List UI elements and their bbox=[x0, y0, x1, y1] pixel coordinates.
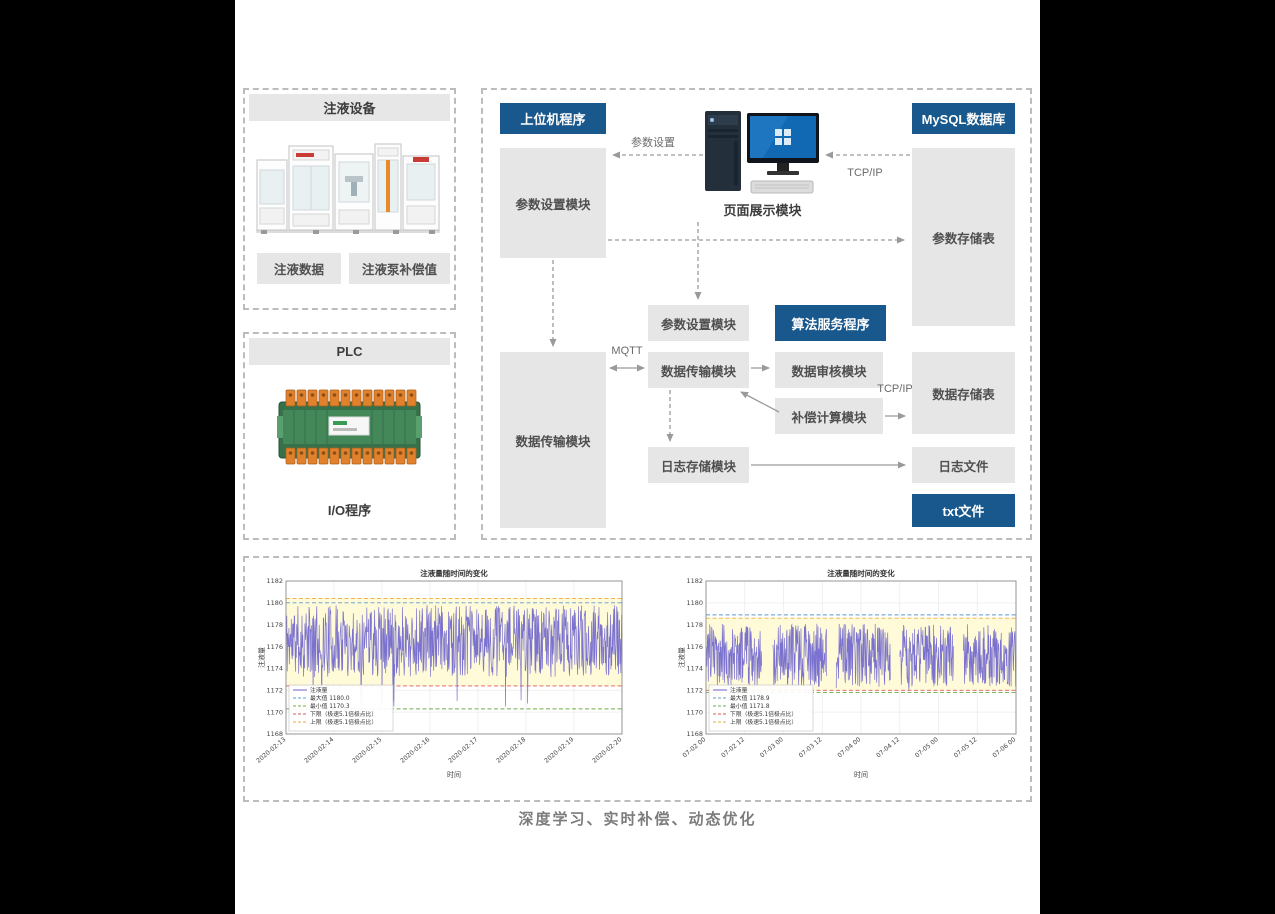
svg-text:时间: 时间 bbox=[854, 770, 868, 779]
svg-text:注液量: 注液量 bbox=[257, 647, 266, 668]
svg-text:1174: 1174 bbox=[686, 665, 703, 673]
label-pump-compensation: 注液泵补偿值 bbox=[349, 253, 450, 284]
box-param-set-mid: 参数设置模块 bbox=[648, 305, 749, 341]
chart-right: 1168 1170 1172 1174 1176 1178 1180 1182 07-02 00… bbox=[676, 566, 1024, 780]
svg-text:07-06 00: 07-06 00 bbox=[991, 736, 1017, 759]
software-panel bbox=[481, 88, 1032, 540]
box-log-file: 日志文件 bbox=[912, 447, 1015, 483]
svg-text:最大值 1180.0: 最大值 1180.0 bbox=[310, 694, 350, 702]
page-canvas: 注液设备 bbox=[235, 0, 1040, 914]
box-log-store: 日志存储模块 bbox=[648, 447, 749, 483]
svg-text:上限（极速5.1倍极点比）: 上限（极速5.1倍极点比） bbox=[730, 718, 797, 726]
svg-text:1168: 1168 bbox=[266, 730, 283, 738]
edge-label-tcpip-top: TCP/IP bbox=[847, 167, 883, 179]
svg-text:1182: 1182 bbox=[686, 577, 703, 585]
svg-text:1180: 1180 bbox=[266, 599, 283, 607]
svg-text:注液量: 注液量 bbox=[310, 686, 328, 694]
box-page-display: 页面展示模块 bbox=[723, 203, 802, 218]
svg-text:07-03 12: 07-03 12 bbox=[798, 736, 824, 759]
svg-text:1170: 1170 bbox=[686, 708, 703, 716]
box-comp-calc: 补偿计算模块 bbox=[775, 398, 883, 434]
equipment-panel-title: 注液设备 bbox=[249, 94, 450, 121]
svg-text:时间: 时间 bbox=[447, 770, 461, 779]
svg-text:上限（极速5.1倍极点比）: 上限（极速5.1倍极点比） bbox=[310, 718, 377, 726]
svg-text:2020-02-19: 2020-02-19 bbox=[543, 736, 575, 765]
svg-text:2020-02-16: 2020-02-16 bbox=[399, 736, 431, 765]
computer-icon bbox=[703, 111, 821, 195]
svg-text:最小值 1170.3: 最小值 1170.3 bbox=[310, 702, 350, 710]
svg-text:1182: 1182 bbox=[266, 577, 283, 585]
equipment-panel bbox=[243, 88, 456, 310]
svg-text:下限（极速5.1倍极点比）: 下限（极速5.1倍极点比） bbox=[310, 710, 377, 718]
plc-caption: I/O程序 bbox=[327, 503, 372, 518]
edge-label-tcpip-mid: TCP/IP bbox=[877, 383, 913, 395]
plc-photo bbox=[277, 372, 422, 482]
svg-text:最小值 1171.8: 最小值 1171.8 bbox=[730, 702, 770, 710]
box-param-store: 参数存储表 bbox=[912, 148, 1015, 326]
box-param-set-left: 参数设置模块 bbox=[500, 148, 606, 258]
svg-text:07-02 12: 07-02 12 bbox=[720, 736, 746, 759]
svg-text:1174: 1174 bbox=[266, 665, 283, 673]
svg-text:1178: 1178 bbox=[686, 621, 703, 629]
svg-text:07-03 00: 07-03 00 bbox=[759, 736, 785, 759]
svg-text:07-04 12: 07-04 12 bbox=[875, 736, 901, 759]
svg-text:1178: 1178 bbox=[266, 621, 283, 629]
svg-text:2020-02-17: 2020-02-17 bbox=[447, 736, 479, 765]
edge-label-mqtt: MQTT bbox=[611, 345, 643, 357]
svg-text:07-05 12: 07-05 12 bbox=[953, 736, 979, 759]
svg-text:07-02 00: 07-02 00 bbox=[681, 736, 707, 759]
svg-text:下限（极速5.1倍极点比）: 下限（极速5.1倍极点比） bbox=[730, 710, 797, 718]
box-data-trans-mid: 数据传输模块 bbox=[648, 352, 749, 388]
edge-label-param-set: 参数设置 bbox=[631, 137, 675, 149]
box-data-trans-left: 数据传输模块 bbox=[500, 352, 606, 528]
svg-text:07-05 00: 07-05 00 bbox=[914, 736, 940, 759]
svg-text:1180: 1180 bbox=[686, 599, 703, 607]
badge-host-program: 上位机程序 bbox=[500, 103, 606, 134]
svg-text:07-04 00: 07-04 00 bbox=[836, 736, 862, 759]
svg-text:注液量随时间的变化: 注液量随时间的变化 bbox=[420, 568, 488, 578]
svg-text:1170: 1170 bbox=[266, 708, 283, 716]
svg-text:1172: 1172 bbox=[266, 686, 283, 694]
plc-panel-title: PLC bbox=[249, 338, 450, 365]
box-data-store: 数据存储表 bbox=[912, 352, 1015, 434]
svg-text:1176: 1176 bbox=[266, 643, 283, 651]
equipment-photo bbox=[253, 126, 443, 241]
charts-panel bbox=[243, 556, 1032, 802]
svg-text:注液量随时间的变化: 注液量随时间的变化 bbox=[827, 568, 895, 578]
plc-panel bbox=[243, 332, 456, 540]
svg-text:2020-02-13: 2020-02-13 bbox=[256, 736, 287, 765]
svg-text:注液量: 注液量 bbox=[677, 647, 686, 668]
chart-left: 1168 1170 1172 1174 1176 1178 1180 1182 2020-02-… bbox=[256, 566, 630, 780]
bottom-caption: 深度学习、实时补偿、动态优化 bbox=[518, 811, 757, 828]
svg-text:2020-02-14: 2020-02-14 bbox=[303, 736, 335, 765]
box-data-audit: 数据审核模块 bbox=[775, 352, 883, 388]
label-injection-data: 注液数据 bbox=[257, 253, 341, 284]
svg-text:1172: 1172 bbox=[686, 686, 703, 694]
svg-text:注液量: 注液量 bbox=[730, 686, 748, 694]
badge-txt-file: txt文件 bbox=[912, 494, 1015, 527]
svg-text:2020-02-20: 2020-02-20 bbox=[591, 736, 623, 765]
svg-text:1168: 1168 bbox=[686, 730, 703, 738]
svg-text:2020-02-15: 2020-02-15 bbox=[351, 736, 383, 765]
svg-text:2020-02-18: 2020-02-18 bbox=[495, 736, 527, 765]
badge-mysql-db: MySQL数据库 bbox=[912, 103, 1015, 134]
svg-text:1176: 1176 bbox=[686, 643, 703, 651]
svg-text:最大值 1178.9: 最大值 1178.9 bbox=[730, 694, 770, 702]
badge-algo-service: 算法服务程序 bbox=[775, 305, 886, 341]
